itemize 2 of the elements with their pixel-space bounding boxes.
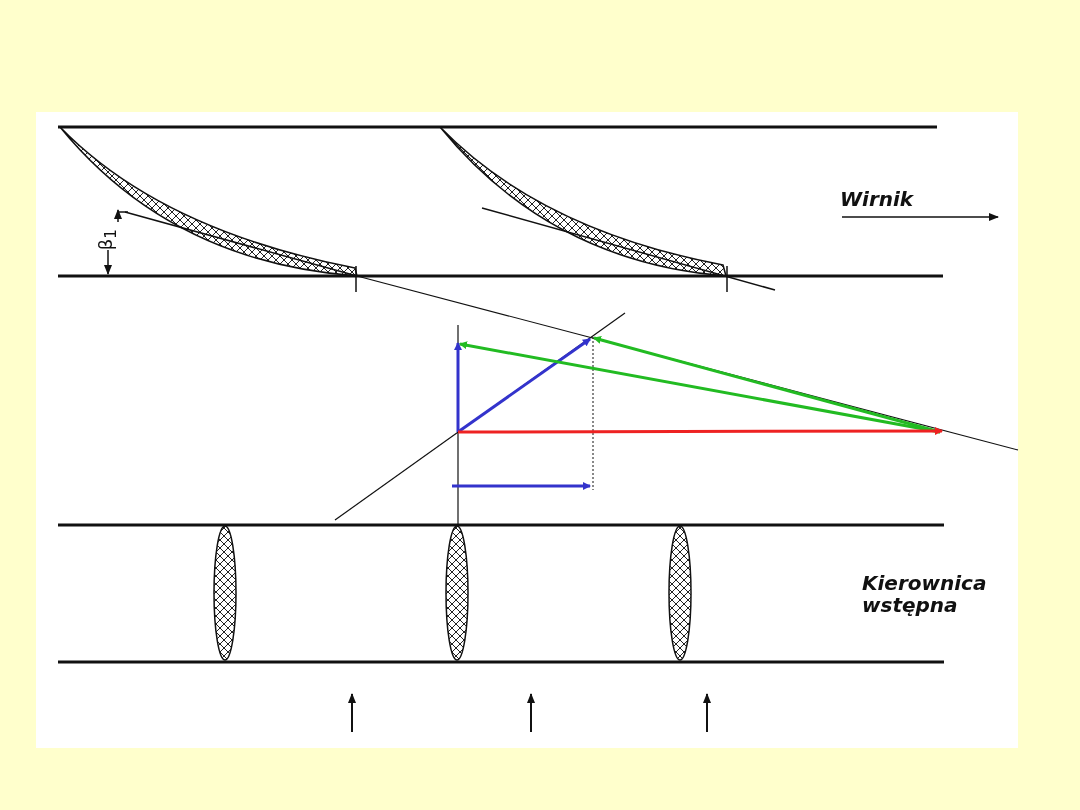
section-label: Kierownica wstępna — [862, 572, 988, 616]
section-label: Wirnik — [840, 188, 914, 210]
